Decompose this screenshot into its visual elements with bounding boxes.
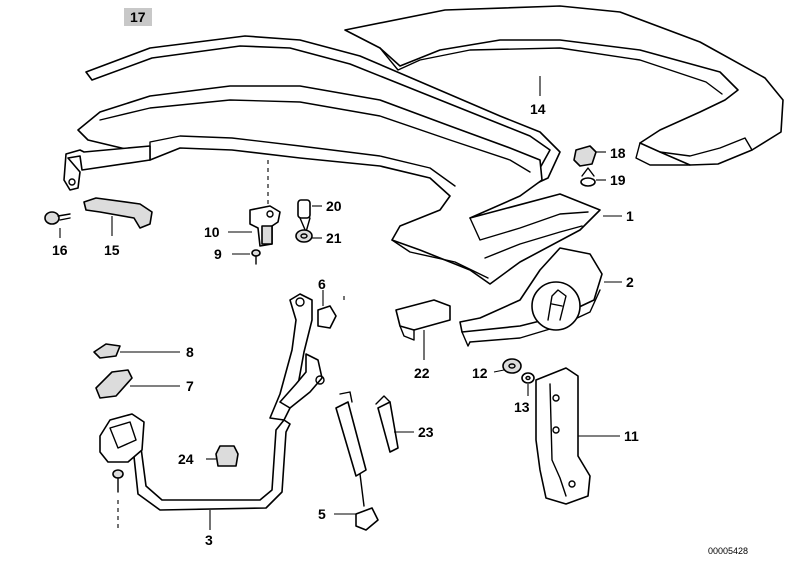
callout-7: 7 [186,378,194,394]
callout-18: 18 [610,145,626,161]
part-3-linkage-bar[interactable] [131,419,291,511]
callout-2: 2 [626,274,634,290]
part-1-main-lid[interactable] [77,85,601,285]
part-14-rear-cover[interactable] [344,5,784,166]
part-12-nut[interactable] [502,358,522,374]
callout-22: 22 [414,365,430,381]
callout-23: 23 [418,424,434,440]
callout-12: 12 [472,365,488,381]
callout-19: 19 [610,172,626,188]
part-13-washer[interactable] [521,372,535,384]
part-24-rubber-stop[interactable] [215,445,239,467]
hinge-base[interactable] [99,413,145,463]
callout-14: 14 [530,101,546,117]
part-2-lower-trim[interactable] [459,247,603,347]
part-22-latch-cover[interactable] [395,299,451,341]
part-18-clip[interactable] [573,145,597,167]
hinge-linkage[interactable] [269,293,325,421]
drawing-code: 00005428 [708,546,749,556]
part-16-screw[interactable] [44,211,71,225]
part-23-strap[interactable] [375,395,399,453]
part-15-trim[interactable] [83,197,153,229]
callout-15: 15 [104,242,120,258]
callout-17: 17 [124,8,152,26]
callout-9: 9 [214,246,222,262]
callout-24: 24 [178,451,194,467]
part-10-bracket[interactable] [249,205,281,247]
callout-8: 8 [186,344,194,360]
hinge-bolt[interactable] [112,469,124,493]
callout-3: 3 [205,532,213,548]
callout-1: 1 [626,208,634,224]
part-9-screw[interactable] [251,249,261,265]
part-6-hinge-plate[interactable] [317,305,337,329]
part-8-pad[interactable] [93,343,121,359]
part-21-nut[interactable] [295,229,313,243]
callout-16: 16 [52,242,68,258]
callout-5: 5 [318,506,326,522]
part-20-bolt[interactable] [297,199,311,233]
callout-21: 21 [326,230,342,246]
callout-11: 11 [624,428,639,444]
part-19-grommet[interactable] [580,167,596,187]
callout-13: 13 [514,399,530,415]
callout-6: 6 [318,276,326,292]
callout-10: 10 [204,224,220,240]
left-lid-bracket[interactable] [63,145,151,191]
part-7-cover-plate[interactable] [95,369,133,399]
part-5-gas-strut[interactable] [335,391,379,531]
part-11-support-bracket[interactable] [535,367,591,505]
callout-20: 20 [326,198,342,214]
